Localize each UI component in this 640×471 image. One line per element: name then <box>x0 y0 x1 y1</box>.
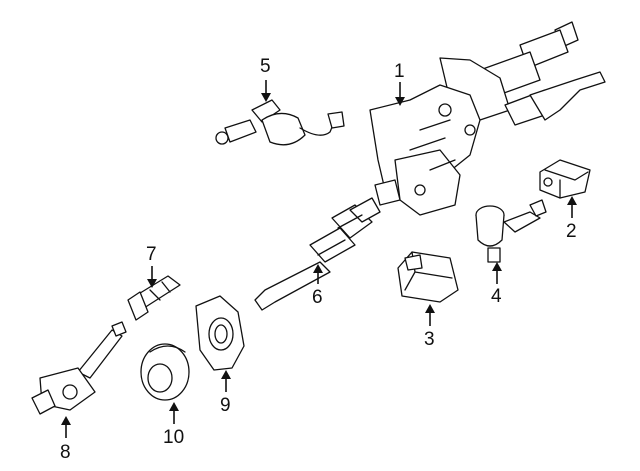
arrow-3 <box>425 304 435 313</box>
callout-7: 7 <box>146 244 157 265</box>
part-7-small-shaft <box>127 275 181 321</box>
callout-9: 9 <box>220 395 231 416</box>
leader-lines <box>61 80 577 438</box>
callout-3: 3 <box>424 329 435 350</box>
callout-4: 4 <box>491 286 502 307</box>
part-5-sensor <box>215 99 345 146</box>
part-8-lower-shaft <box>31 321 127 415</box>
callout-1: 1 <box>394 61 405 82</box>
arrow-10 <box>169 402 179 411</box>
callout-10: 10 <box>163 427 185 448</box>
arrow-7 <box>147 279 157 288</box>
arrow-5 <box>261 93 271 102</box>
part-9-boot-plate <box>195 295 245 371</box>
arrow-4 <box>492 262 502 271</box>
part-4-actuator <box>475 199 547 263</box>
part-2-module <box>539 159 591 199</box>
callout-6: 6 <box>312 287 323 308</box>
part-1-steering-column <box>369 21 606 216</box>
arrow-1 <box>395 97 405 106</box>
part-6-shaft <box>254 197 381 311</box>
part-10-seal <box>140 343 190 401</box>
arrow-6 <box>313 264 323 273</box>
arrow-9 <box>221 370 231 379</box>
callout-5: 5 <box>260 56 271 77</box>
callout-8: 8 <box>60 442 71 463</box>
part-3-module <box>397 251 459 303</box>
arrow-2 <box>567 196 577 205</box>
callout-2: 2 <box>566 221 577 242</box>
arrow-8 <box>61 416 71 425</box>
